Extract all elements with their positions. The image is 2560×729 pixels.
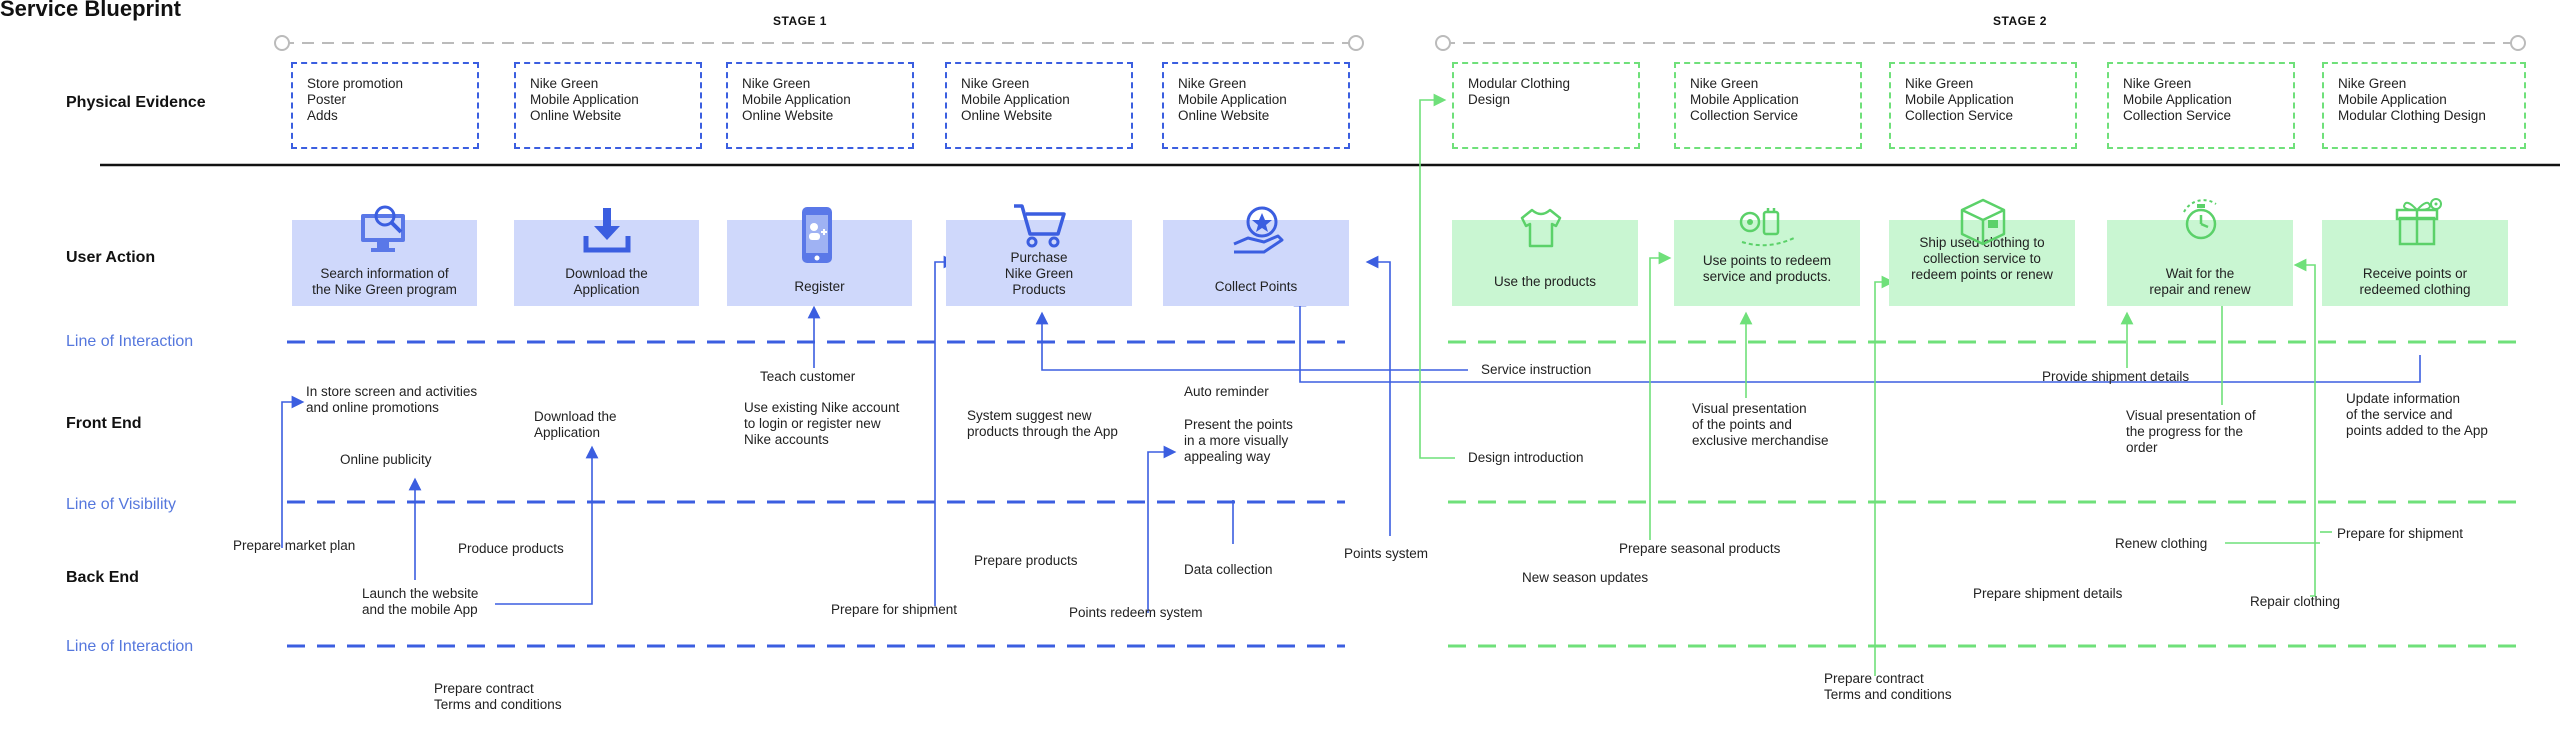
note-new-season: New season updates — [1522, 570, 1649, 585]
page-title: Service Blueprint — [0, 0, 181, 21]
note-points-system: Points system — [1344, 546, 1429, 561]
row-user-action: User Action — [66, 249, 156, 266]
stage-2-label: STAGE 2 — [1993, 14, 2047, 28]
action-label: Register — [794, 279, 845, 294]
note-contract-2: Prepare contract Terms and conditions — [1824, 671, 1952, 702]
action-label: Receive points or redeemed clothing — [2359, 266, 2471, 297]
box-icon — [1960, 198, 2006, 246]
note-launch-website: Launch the website and the mobile App — [362, 586, 479, 617]
note-online-publicity: Online publicity — [340, 452, 432, 467]
note-present-points: Present the points in a more visually ap… — [1184, 417, 1293, 464]
note-contract-1: Prepare contract Terms and conditions — [434, 681, 562, 712]
redeem-icon — [1739, 208, 1795, 247]
hand-star-icon — [1233, 206, 1284, 254]
note-prepare-products: Prepare products — [974, 553, 1078, 568]
note-points-redeem: Points redeem system — [1069, 605, 1203, 620]
action-label: Wait for the repair and renew — [2149, 266, 2251, 297]
note-system-suggest: System suggest new products through the … — [967, 408, 1118, 439]
note-visual-points: Visual presentation of the points and ex… — [1692, 401, 1829, 448]
evidence-box-5: Nike Green Mobile Application Online Web… — [1162, 62, 1350, 149]
action-label: Use the products — [1493, 274, 1597, 289]
evidence-box-9: Nike Green Mobile Application Collection… — [2107, 62, 2295, 149]
note-produce-products: Produce products — [458, 541, 564, 556]
line-of-interaction-bottom: Line of Interaction — [66, 638, 194, 655]
note-data-collection: Data collection — [1184, 562, 1273, 577]
gift-icon — [2395, 198, 2442, 246]
evidence-box-1: Store promotion Poster Adds — [291, 62, 479, 149]
row-physical-evidence: Physical Evidence — [66, 94, 206, 111]
evidence-box-10: Nike Green Mobile Application Modular Cl… — [2322, 62, 2526, 149]
note-existing-account: Use existing Nike account to login or re… — [744, 400, 900, 447]
row-front-end: Front End — [66, 415, 142, 432]
note-teach-customer: Teach customer — [760, 369, 856, 384]
note-instore-screen: In store screen and activities and onlin… — [306, 384, 478, 415]
line-of-interaction-top: Line of Interaction — [66, 333, 194, 350]
note-visual-progress: Visual presentation of the progress for … — [2126, 408, 2256, 455]
action-label: Collect Points — [1214, 279, 1298, 294]
timer-icon — [2183, 199, 2217, 240]
note-market-plan: Prepare market plan — [233, 538, 356, 553]
note-seasonal-products: Prepare seasonal products — [1619, 541, 1781, 556]
phone-add-user-icon — [802, 207, 832, 263]
evidence-box-4: Nike Green Mobile Application Online Web… — [945, 62, 1133, 149]
note-auto-reminder: Auto reminder — [1184, 384, 1269, 399]
note-shipment-details-back: Prepare shipment details — [1973, 586, 2123, 601]
tshirt-icon — [1520, 208, 1562, 248]
note-repair-clothing: Repair clothing — [2250, 594, 2341, 609]
shopping-cart-icon — [1014, 204, 1066, 248]
line-of-visibility: Line of Visibility — [66, 496, 176, 513]
note-shipment-details: Provide shipment details — [2042, 369, 2190, 384]
note-prepare-shipment: Prepare for shipment — [831, 602, 958, 617]
note-service-instruction: Service instruction — [1481, 362, 1592, 377]
search-monitor-icon — [361, 205, 405, 252]
evidence-box-2: Nike Green Mobile Application Online Web… — [514, 62, 702, 149]
note-download-app: Download the Application — [534, 409, 617, 440]
evidence-box-8: Nike Green Mobile Application Collection… — [1889, 62, 2077, 149]
action-use-products: Use the products — [1452, 220, 1638, 306]
action-label: Use points to redeem service and product… — [1702, 253, 1832, 284]
note-update-info: Update information of the service and po… — [2346, 391, 2488, 438]
action-label: Ship used clothing to collection service… — [1911, 235, 2053, 282]
evidence-box-3: Nike Green Mobile Application Online Web… — [726, 62, 914, 149]
stage-1-label: STAGE 1 — [773, 14, 827, 28]
action-label: Purchase Nike Green Products — [1004, 250, 1074, 297]
action-label: Download the Application — [565, 266, 648, 297]
note-design-introduction: Design introduction — [1468, 450, 1584, 465]
evidence-box-7: Nike Green Mobile Application Collection… — [1674, 62, 1862, 149]
evidence-box-6: Modular Clothing Design — [1452, 62, 1640, 149]
action-label: Search information of the Nike Green pro… — [312, 266, 457, 297]
download-icon — [583, 208, 631, 253]
action-wait-repair: Wait for the repair and renew — [2107, 220, 2293, 306]
note-prepare-shipment-2: Prepare for shipment — [2337, 526, 2464, 541]
note-renew-clothing: Renew clothing — [2115, 536, 2208, 551]
row-back-end: Back End — [66, 569, 139, 586]
action-receive: Receive points or redeemed clothing — [2322, 220, 2508, 306]
